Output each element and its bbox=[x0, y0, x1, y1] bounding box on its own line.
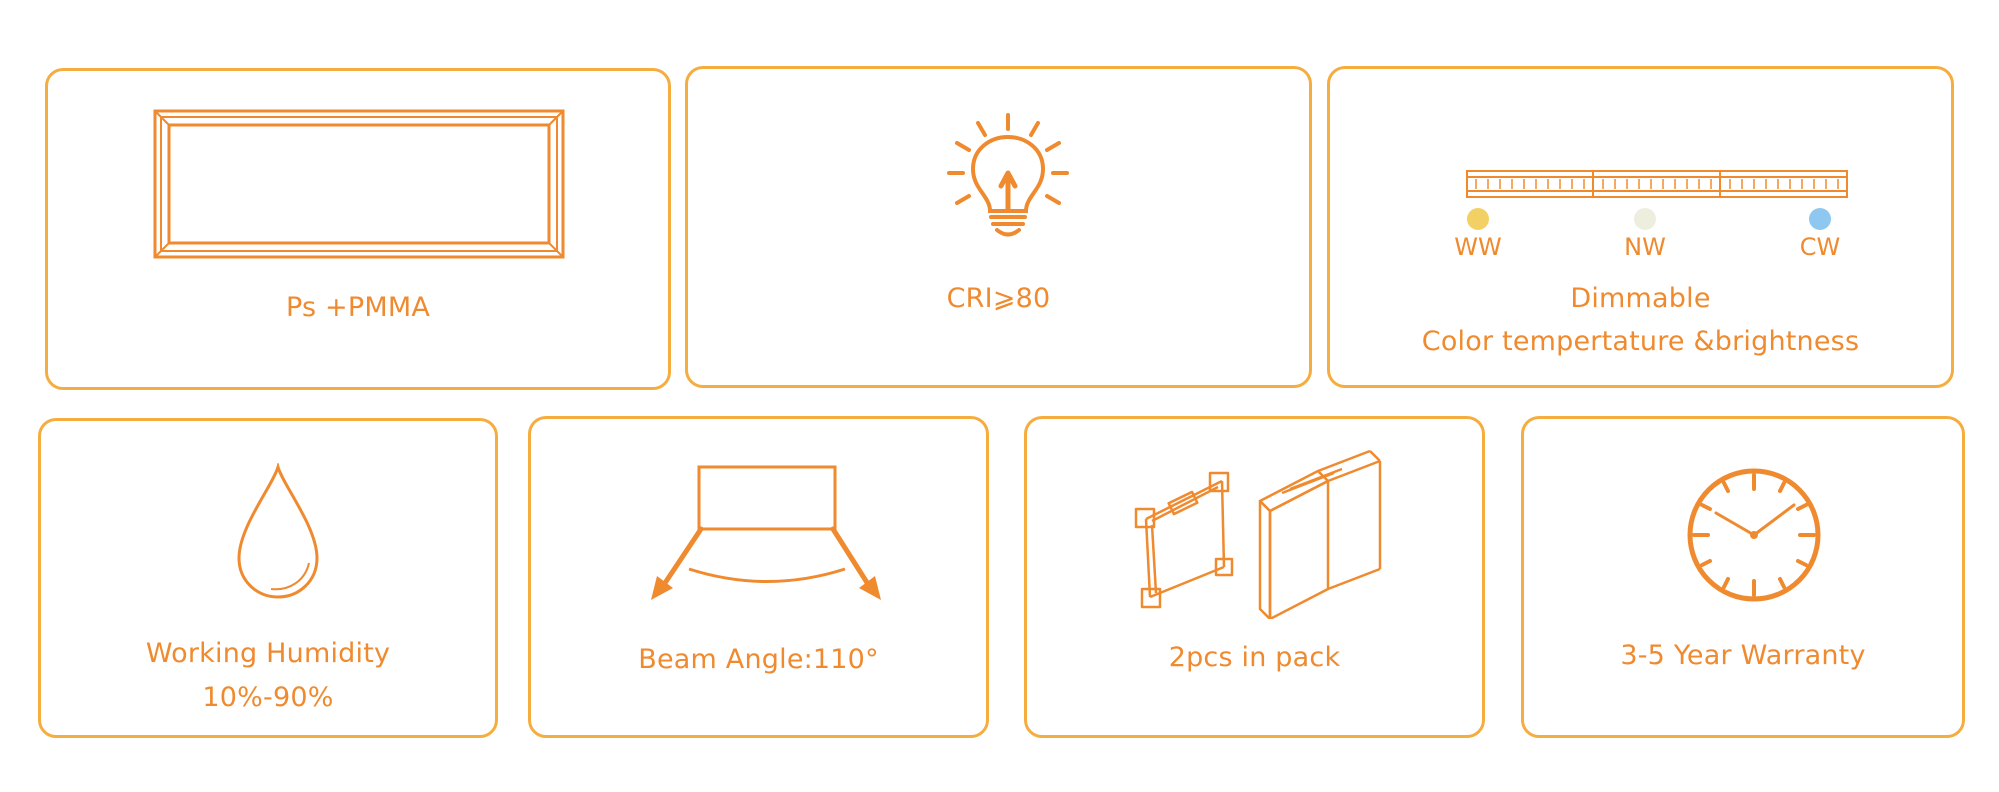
water-drop-icon bbox=[237, 463, 319, 599]
ww-label: WW bbox=[1454, 233, 1502, 261]
nw-label: NW bbox=[1624, 233, 1666, 261]
cri-label: CRI⩾80 bbox=[946, 283, 1051, 314]
dimmable-subtitle: Color tempertature &brightness bbox=[1421, 326, 1860, 357]
card-warranty: 3-5 Year Warranty bbox=[1521, 416, 1965, 738]
card-pack: 2pcs in pack bbox=[1024, 416, 1485, 738]
card-beam-angle: Beam Angle:110° bbox=[528, 416, 989, 738]
card-material: Ps +PMMA bbox=[45, 68, 671, 390]
light-bulb-icon bbox=[947, 113, 1069, 237]
beam-angle-label: Beam Angle:110° bbox=[638, 644, 879, 675]
card-humidity: Working Humidity 10%-90% bbox=[38, 418, 498, 738]
card-dimmable: WW NW CW Dimmable Color tempertature &br… bbox=[1327, 66, 1954, 388]
led-strip-icon bbox=[1466, 170, 1848, 198]
material-label: Ps +PMMA bbox=[285, 292, 431, 323]
cw-dot bbox=[1809, 208, 1831, 230]
clock-icon bbox=[1687, 468, 1821, 602]
cw-label: CW bbox=[1799, 233, 1841, 261]
nw-dot bbox=[1634, 208, 1656, 230]
beam-angle-icon bbox=[651, 465, 881, 600]
panel-frame-icon bbox=[153, 109, 565, 259]
package-icon bbox=[1134, 449, 1382, 619]
pack-label: 2pcs in pack bbox=[1168, 642, 1341, 673]
dimmable-title: Dimmable bbox=[1570, 283, 1711, 314]
ww-dot bbox=[1467, 208, 1489, 230]
warranty-label: 3-5 Year Warranty bbox=[1620, 640, 1866, 671]
humidity-title: Working Humidity bbox=[145, 638, 391, 669]
card-cri: CRI⩾80 bbox=[685, 66, 1312, 388]
humidity-range: 10%-90% bbox=[202, 682, 334, 713]
